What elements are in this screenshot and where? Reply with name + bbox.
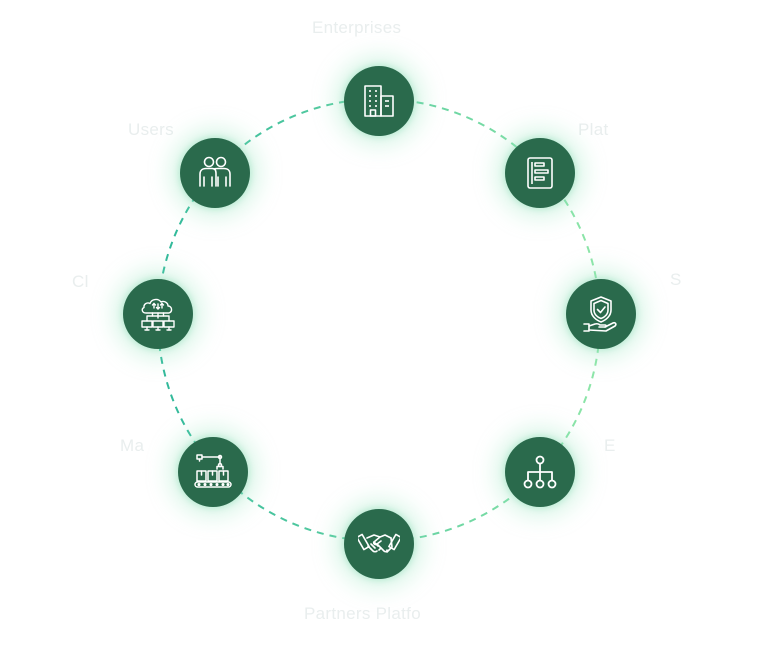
node-users[interactable] <box>180 138 250 208</box>
node-hierarchy[interactable] <box>505 437 575 507</box>
node-manufacturing[interactable] <box>178 437 248 507</box>
hierarchy-icon <box>523 455 557 489</box>
node-partners[interactable] <box>344 509 414 579</box>
label-users: Users <box>128 120 174 139</box>
label-enterprises: Enterprises <box>312 18 402 37</box>
node-document[interactable] <box>505 138 575 208</box>
cloud-network-icon <box>141 298 175 331</box>
label-manufacturing: Ma <box>120 436 145 455</box>
users-icon <box>199 156 231 187</box>
shield-hand-icon <box>583 296 617 332</box>
node-security[interactable] <box>566 279 636 349</box>
node-cloud[interactable] <box>123 279 193 349</box>
label-cloud: Cl <box>72 272 89 291</box>
robot-arm-conveyor-icon <box>194 454 232 488</box>
building-icon <box>364 85 394 117</box>
label-hierarchy: E <box>604 436 616 455</box>
label-partners: Partners Platfo <box>304 604 421 623</box>
node-enterprises[interactable] <box>344 66 414 136</box>
handshake-icon <box>358 533 400 553</box>
label-document: Plat <box>578 120 609 139</box>
label-security: S <box>670 270 682 289</box>
document-icon <box>527 157 553 189</box>
